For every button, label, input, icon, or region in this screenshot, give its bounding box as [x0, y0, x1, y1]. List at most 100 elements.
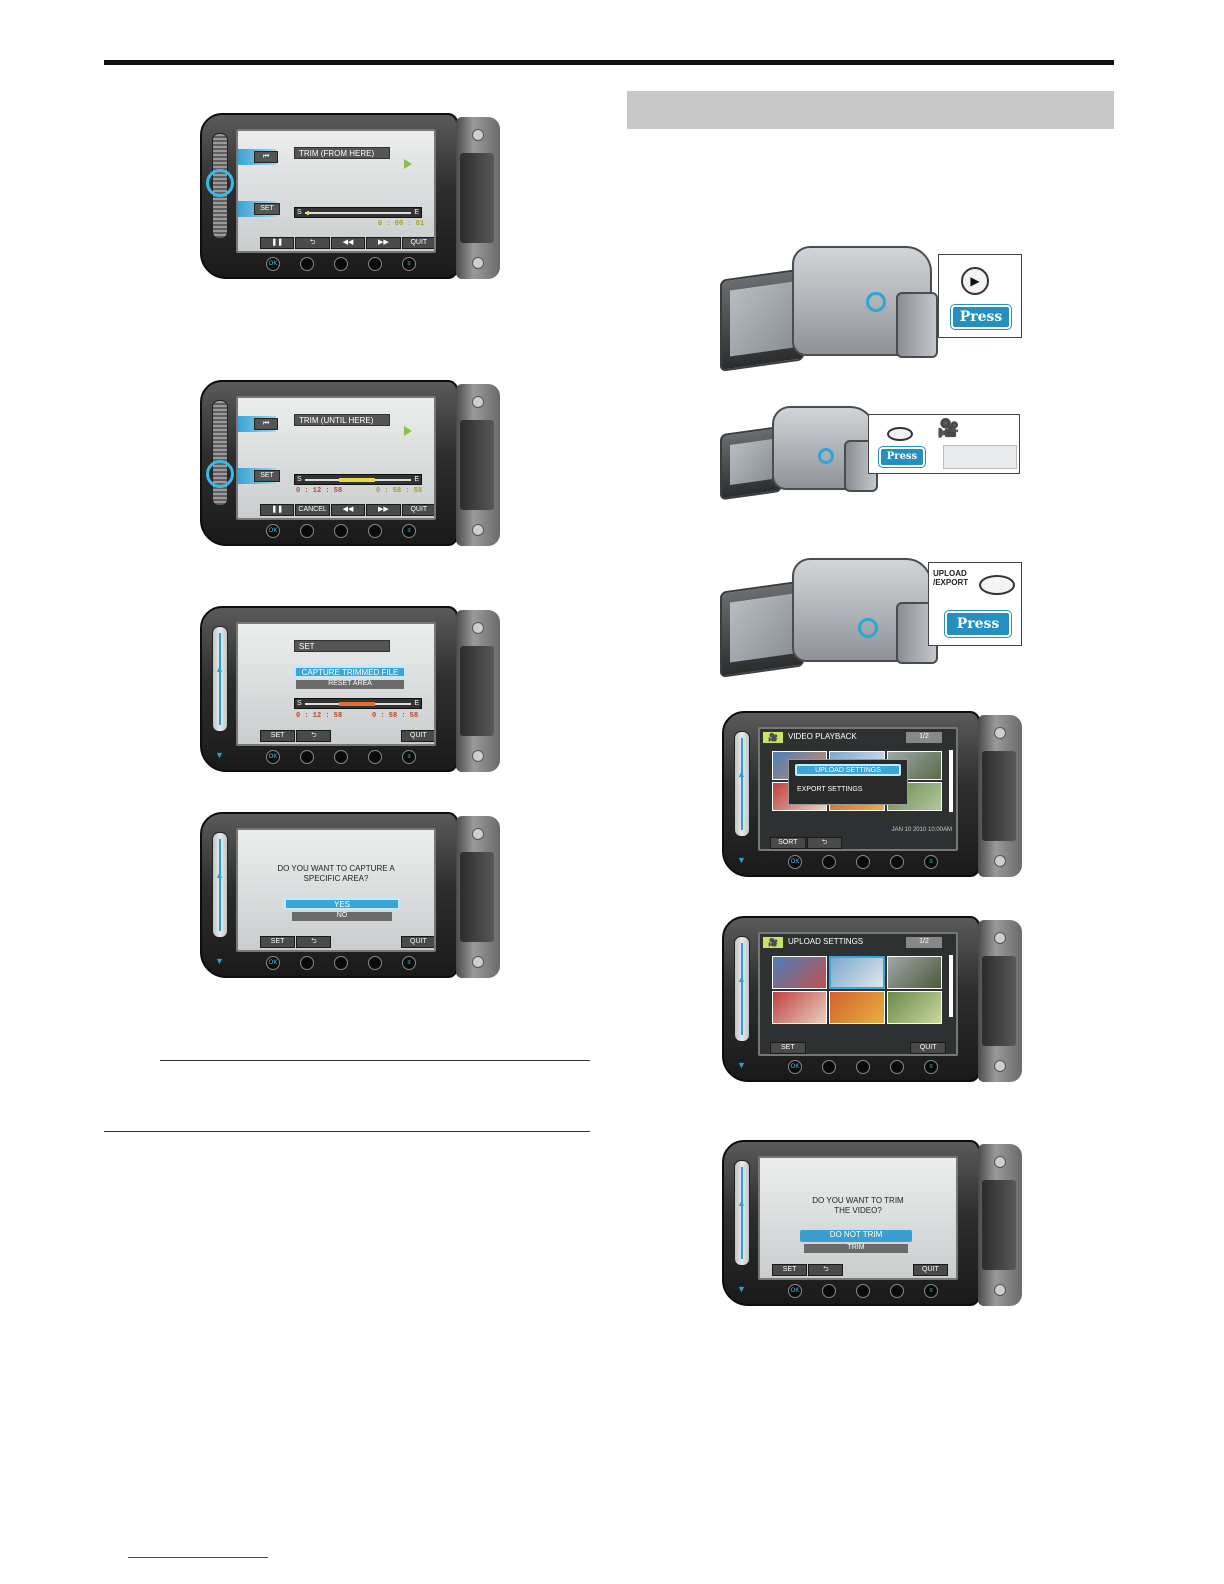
hardware-button[interactable]: [300, 257, 314, 271]
capture-trimmed-file-option[interactable]: CAPTURE TRIMMED FILE: [294, 666, 406, 678]
ok-button[interactable]: OK: [266, 257, 280, 271]
hardware-button[interactable]: [334, 956, 348, 970]
quit-button[interactable]: QUIT: [400, 730, 434, 742]
quit-button[interactable]: QUIT: [912, 1264, 949, 1276]
mode-button[interactable]: [887, 427, 913, 441]
back-button[interactable]: ⮌: [806, 837, 843, 849]
camcorder-play-illustration: ▶ Press: [716, 236, 1026, 372]
sort-button[interactable]: SORT: [770, 837, 806, 849]
lcd-screen: ⏮ TRIM (FROM HERE) SET S E 0 : 00 : 01 ❚…: [236, 129, 436, 253]
menu-button[interactable]: ≡: [924, 855, 938, 869]
thumbnail[interactable]: [829, 956, 885, 989]
forward-button[interactable]: ▶▶: [366, 504, 401, 516]
ok-button[interactable]: OK: [266, 524, 280, 538]
bar-end-label: E: [414, 476, 419, 483]
set-button[interactable]: SET: [772, 1264, 808, 1276]
skip-back-icon[interactable]: ⏮: [254, 151, 278, 163]
screen-button-row: SET ⮌ QUIT: [772, 1264, 949, 1276]
hardware-button[interactable]: [300, 956, 314, 970]
upload-settings-item[interactable]: UPLOAD SETTINGS: [795, 764, 901, 776]
no-option[interactable]: NO: [292, 912, 392, 921]
hardware-button[interactable]: [334, 524, 348, 538]
back-button[interactable]: ⮌: [295, 237, 330, 249]
hardware-button[interactable]: [300, 524, 314, 538]
hardware-button[interactable]: [368, 524, 382, 538]
hardware-button[interactable]: [300, 750, 314, 764]
hardware-button[interactable]: [890, 1060, 904, 1074]
menu-button[interactable]: ≡: [402, 257, 416, 271]
play-icon[interactable]: ▶: [961, 267, 989, 295]
set-button[interactable]: SET: [770, 1042, 806, 1054]
hardware-button[interactable]: [822, 855, 836, 869]
page-indicator: 1/2: [906, 732, 942, 743]
hardware-button[interactable]: [368, 750, 382, 764]
header-rule: [104, 60, 1114, 65]
set-button[interactable]: SET: [260, 730, 296, 742]
screen-title: UPLOAD SETTINGS: [788, 937, 864, 946]
set-button[interactable]: SET: [260, 936, 296, 948]
date-time-stamp: JAN 10 2010 10:00AM: [891, 827, 952, 833]
ok-button[interactable]: OK: [788, 1284, 802, 1298]
ok-button[interactable]: OK: [788, 855, 802, 869]
list-scrollbar[interactable]: [948, 954, 954, 1018]
hardware-button[interactable]: [856, 855, 870, 869]
reset-area-option[interactable]: RESET AREA: [296, 680, 404, 689]
menu-button[interactable]: ≡: [402, 750, 416, 764]
lcd-panel-video-playback: 🎥 VIDEO PLAYBACK 1/2 UPLOAD SETTINGS EXP…: [722, 711, 1022, 903]
hardware-button[interactable]: [856, 1284, 870, 1298]
trim-progress-bar: S E: [294, 474, 422, 485]
screen-title: TRIM (FROM HERE): [294, 147, 390, 159]
page-link[interactable]: [128, 1557, 268, 1558]
back-button[interactable]: ⮌: [296, 730, 332, 742]
menu-button[interactable]: ≡: [402, 956, 416, 970]
hardware-button[interactable]: [822, 1284, 836, 1298]
set-highlight-ring: [206, 169, 234, 197]
hardware-button[interactable]: [856, 1060, 870, 1074]
ok-button[interactable]: OK: [788, 1060, 802, 1074]
pause-button[interactable]: ❚❚: [260, 237, 295, 249]
skip-back-icon[interactable]: ⏮: [254, 418, 278, 430]
do-not-trim-option[interactable]: DO NOT TRIM: [800, 1230, 912, 1242]
ok-button[interactable]: OK: [266, 750, 280, 764]
thumbnail[interactable]: [772, 956, 828, 989]
quit-button[interactable]: QUIT: [401, 237, 434, 249]
thumbnail[interactable]: [886, 956, 942, 989]
trim-option[interactable]: TRIM: [804, 1244, 908, 1253]
rewind-button[interactable]: ◀◀: [330, 504, 366, 516]
thumbnail[interactable]: [886, 991, 942, 1024]
pause-button[interactable]: ❚❚: [260, 504, 295, 516]
hardware-button[interactable]: [334, 750, 348, 764]
time-right: 0 : 58 : 58: [376, 487, 423, 495]
quit-button[interactable]: QUIT: [910, 1042, 946, 1054]
hardware-button[interactable]: [368, 956, 382, 970]
rewind-button[interactable]: ◀◀: [330, 237, 366, 249]
list-scrollbar[interactable]: [948, 749, 954, 813]
camcorder-mode-illustration: Press 🎥: [716, 400, 1026, 501]
forward-button[interactable]: ▶▶: [366, 237, 401, 249]
screen-button-row: SET ⮌ QUIT: [260, 730, 434, 742]
thumbnail[interactable]: [772, 991, 828, 1024]
screen-title: TRIM (UNTIL HERE): [294, 414, 390, 426]
set-button[interactable]: SET: [254, 470, 280, 482]
hardware-button[interactable]: [368, 257, 382, 271]
back-button[interactable]: ⮌: [808, 1264, 844, 1276]
hardware-button[interactable]: [890, 855, 904, 869]
quit-button[interactable]: QUIT: [401, 504, 434, 516]
hardware-button[interactable]: [890, 1284, 904, 1298]
cancel-button[interactable]: CANCEL: [295, 504, 330, 516]
menu-button[interactable]: ≡: [402, 524, 416, 538]
upload-export-button[interactable]: [979, 575, 1015, 595]
screen-button-row: SORT ⮌: [770, 837, 946, 849]
back-button[interactable]: ⮌: [296, 936, 332, 948]
hardware-button-row: OK ≡: [788, 1060, 938, 1076]
menu-button[interactable]: ≡: [924, 1060, 938, 1074]
export-settings-item[interactable]: EXPORT SETTINGS: [797, 786, 863, 793]
set-button[interactable]: SET: [254, 203, 280, 215]
ok-button[interactable]: OK: [266, 956, 280, 970]
quit-button[interactable]: QUIT: [400, 936, 434, 948]
yes-option[interactable]: YES: [284, 898, 400, 910]
menu-button[interactable]: ≡: [924, 1284, 938, 1298]
thumbnail[interactable]: [829, 991, 885, 1024]
hardware-button[interactable]: [334, 257, 348, 271]
hardware-button[interactable]: [822, 1060, 836, 1074]
